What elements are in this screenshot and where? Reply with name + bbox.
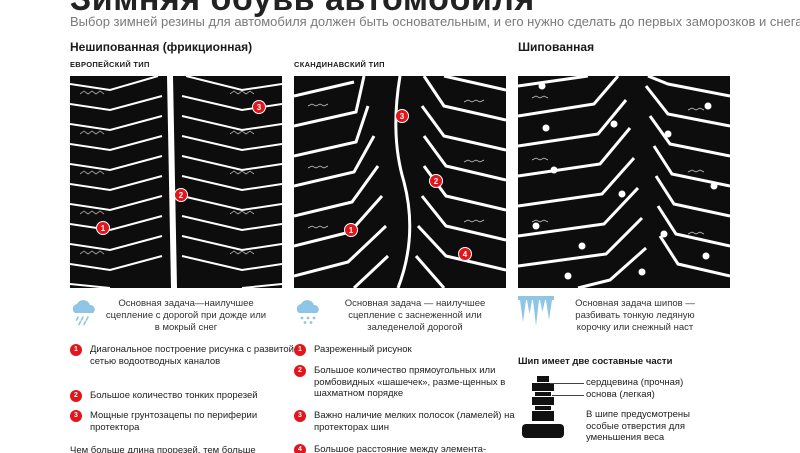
feature-number: 2 — [294, 365, 306, 377]
list-item: 2 Большое количество прямоугольных или р… — [294, 365, 519, 400]
stud-diagram-icon — [522, 376, 564, 438]
feature-text: Большое количество тонких прорезей — [90, 390, 258, 401]
core-pointer-line — [550, 383, 584, 384]
features-list-european: 1 Диагональное построение рисунка с разв… — [70, 344, 294, 444]
features-list-scandinavian: 1 Разреженный рисунок 2 Большое количест… — [294, 344, 515, 453]
tread-marker-4: 4 — [458, 247, 472, 261]
stud-base-label: основа (легкая) — [586, 389, 655, 400]
stud-note: В шипе предусмотрены особые отверстия дл… — [586, 409, 691, 443]
tread-marker-3: 3 — [252, 100, 266, 114]
column-subheading-scandinavian: СКАНДИНАВСКИЙ ТИП — [294, 60, 385, 69]
list-item: 3 Важно наличие мелких полосок (ламелей)… — [294, 410, 519, 433]
tread-studded-image — [518, 76, 730, 288]
feature-text: Мощные грунтозацепы по периферии протект… — [90, 410, 258, 433]
feature-number: 1 — [70, 344, 82, 356]
feature-text: Важно наличие мелких полосок (ламелей) н… — [314, 410, 515, 433]
rain-cloud-icon — [72, 300, 95, 326]
task-text-studded: Основная задача шипов — разбивать тонкую… — [575, 298, 695, 333]
list-item: 1 Разреженный рисунок — [294, 344, 519, 356]
page-subtitle: Выбор зимней резины для автомобиля долже… — [70, 14, 800, 29]
feature-number: 3 — [294, 410, 306, 422]
tread-scandinavian-image — [294, 76, 506, 288]
list-item: 2 Большое количество тонких прорезей — [70, 390, 295, 402]
list-item: 1 Диагональное построение рисунка с разв… — [70, 344, 295, 367]
tread-european-image — [70, 76, 282, 288]
base-pointer-line — [552, 395, 584, 396]
feature-number: 2 — [70, 390, 82, 402]
list-item: 4 Большое расстояние между элемента- — [294, 444, 519, 453]
page-title: Зимняя обувь автомобиля — [70, 0, 535, 19]
feature-text: Большое расстояние между элемента- — [314, 444, 487, 453]
feature-text: Диагональное построение рисунка с развит… — [90, 344, 294, 367]
feature-text: Разреженный рисунок — [314, 344, 412, 355]
column-heading-nonstudded: Нешипованная (фрикционная) — [70, 40, 253, 54]
snow-cloud-icon — [296, 300, 319, 324]
feature-number: 4 — [294, 444, 306, 453]
tread-marker-2: 2 — [429, 174, 443, 188]
stud-heading: Шип имеет две составные части — [518, 356, 673, 367]
task-text-nonstudded: Основная задача—наилучшее сцепление с до… — [105, 298, 267, 333]
tread-marker-3: 3 — [395, 109, 409, 123]
feature-number: 1 — [294, 344, 306, 356]
feature-text: Большое количество прямоугольных или ром… — [314, 365, 506, 399]
column-subheading-european: ЕВРОПЕЙСКИЙ ТИП — [70, 60, 150, 69]
tread-marker-1: 1 — [96, 221, 110, 235]
tread-marker-2: 2 — [174, 188, 188, 202]
list-item: 3 Мощные грунтозацепы по периферии проте… — [70, 410, 295, 433]
tread-marker-1: 1 — [344, 223, 358, 237]
column-heading-studded: Шипованная — [518, 40, 595, 54]
stud-core-label: сердцевина (прочная) — [586, 377, 684, 388]
note-text: Чем больше длина прорезей, тем больше — [70, 445, 256, 453]
icicles-icon — [518, 296, 554, 326]
feature-number: 3 — [70, 410, 82, 422]
task-text-scandinavian: Основная задача — наилучшее сцепление с … — [344, 298, 486, 333]
